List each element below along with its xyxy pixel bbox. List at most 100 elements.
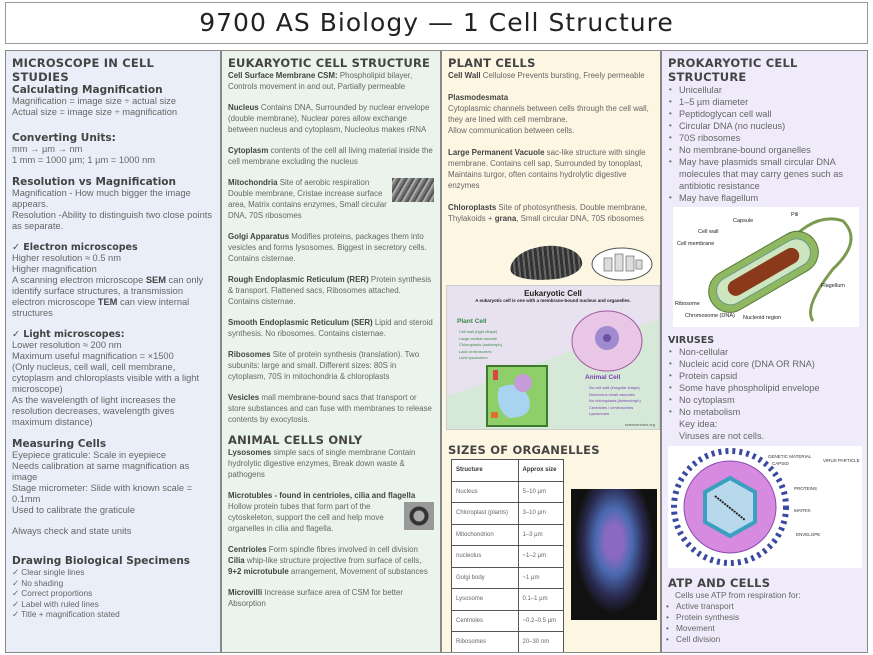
plant-item: Cytoplasmic channels between cells throu… bbox=[448, 104, 649, 124]
organelle-item: Microvilli Increase surface area of CSM … bbox=[228, 588, 403, 608]
text-line: Lower resolution ≈ 200 nm bbox=[12, 340, 122, 350]
list-item: May have plasmids small circular DNA mol… bbox=[668, 156, 861, 192]
label-virus-particle: VIRUS PARTICLE bbox=[823, 458, 860, 463]
animal-feature: No chloroplasts (heterotroph) bbox=[589, 398, 641, 403]
text-line: As the wavelength of light increases the… bbox=[12, 395, 176, 427]
animal-cell-title: Animal Cell bbox=[585, 374, 621, 381]
plant-column: PLANT CELLS Cell Wall Cellulose Prevents… bbox=[441, 50, 661, 653]
text-line: Maximum useful magnification = ×1500 bbox=[12, 351, 174, 361]
organelle-item: Golgi Apparatus Modifies proteins, packa… bbox=[228, 232, 427, 263]
plant-item: Allow communication between cells. bbox=[448, 126, 575, 135]
organelle-item: Mitochondria Site of aerobic respiration… bbox=[228, 177, 434, 221]
organelle-item: Rough Endoplasmic Reticulum (RER) Protei… bbox=[228, 275, 432, 306]
eukaryotic-column: EUKARYOTIC CELL STRUCTURE Cell Surface M… bbox=[221, 50, 441, 653]
eukaryotic-cell-infographic: Eukaryotic Cell A eukaryotic cell is one… bbox=[446, 285, 660, 430]
list-item: Some have phospholipid envelope bbox=[668, 382, 861, 394]
list-item: Circular DNA (no nucleus) bbox=[668, 120, 861, 132]
label-capsule: Capsule bbox=[733, 218, 753, 224]
label-nucleoid: Nucleoid region bbox=[743, 315, 781, 321]
virus-list: Non-cellular Nucleic acid core (DNA OR R… bbox=[668, 346, 861, 442]
text-line: Actual size = image size ÷ magnification bbox=[12, 107, 178, 117]
label-envelope: ENVELOPE bbox=[796, 532, 820, 537]
section-heading: ANIMAL CELLS ONLY bbox=[228, 433, 363, 447]
table-row: nucleolus~1–2 µm bbox=[451, 545, 564, 568]
prokaryote-list: Unicellular 1–5 µm diameter Peptidoglyca… bbox=[668, 84, 861, 204]
text-line: mm → µm → nm bbox=[12, 144, 83, 154]
label-matrix: MATRIX bbox=[794, 508, 811, 513]
calc-title: Calculating Magnification bbox=[12, 84, 163, 96]
organelle-item: Lysosomes simple sacs of single membrane… bbox=[228, 448, 416, 479]
plant-item: Chloroplasts Site of photosynthesis. Dou… bbox=[448, 203, 648, 223]
electron-title: ✓ Electron microscopes bbox=[12, 242, 138, 253]
section-heading: MICROSCOPE IN CELL STUDIES bbox=[12, 56, 155, 84]
list-item: Active transport bbox=[665, 601, 861, 612]
text-line: Stage micrometer: Slide with known scale… bbox=[12, 483, 193, 504]
measuring-title: Measuring Cells bbox=[12, 438, 107, 450]
list-item: Nucleic acid core (DNA OR RNA) bbox=[668, 358, 861, 370]
animal-feature: Numerous small vacuoles bbox=[589, 391, 635, 397]
virus-diagram: GENETIC MATERIAL CAPSID VIRUS PARTICLE P… bbox=[668, 446, 862, 568]
list-item: Protein capsid bbox=[668, 370, 861, 382]
organelle-item: Vesicles mall membrane-bound sacs that t… bbox=[228, 393, 432, 424]
drawing-title: Drawing Biological Specimens bbox=[12, 555, 191, 567]
atp-heading: ATP AND CELLS bbox=[668, 576, 771, 590]
list-item: 1–5 µm diameter bbox=[668, 96, 861, 108]
atp-list: Active transport Protein synthesis Movem… bbox=[665, 601, 861, 645]
label-genetic-material: GENETIC MATERIAL bbox=[768, 454, 812, 459]
animal-feature: Centrioles / centrosomes bbox=[589, 404, 634, 410]
text-line: Used to calibrate the graticule bbox=[12, 505, 135, 515]
atp-intro: Cells use ATP from respiration for: bbox=[675, 590, 801, 600]
organelle-item: Ribosomes Site of protein synthesis (tra… bbox=[228, 350, 420, 381]
resolution-title: Resolution vs Magnification bbox=[12, 176, 176, 188]
infographic-title: Eukaryotic Cell bbox=[524, 289, 582, 298]
check-item: ✓ Label with ruled lines bbox=[12, 598, 99, 609]
prokaryote-diagram: Pili Capsule Cell wall Cell membrane Rib… bbox=[673, 207, 859, 327]
label-chromosome: Chromosome (DNA) bbox=[685, 313, 735, 319]
plant-feature: Cell wall (rigid shape) bbox=[459, 329, 498, 334]
text-line: Always check and state units bbox=[12, 526, 132, 536]
check-item: ✓ No shading bbox=[12, 577, 64, 588]
text-line: Higher magnification bbox=[12, 264, 97, 274]
list-item: Protein synthesis bbox=[665, 612, 861, 623]
plant-item: Plasmodesmata bbox=[448, 93, 509, 102]
units-title: Converting Units: bbox=[12, 132, 116, 144]
key-idea-label: Key idea: bbox=[679, 419, 718, 429]
list-item: 70S ribosomes bbox=[668, 132, 861, 144]
list-item: Cell division bbox=[665, 634, 861, 645]
text-line: A scanning electron microscope SEM can o… bbox=[12, 275, 204, 318]
infographic-subtitle: A eukaryotic cell is one with a membrane… bbox=[475, 298, 631, 303]
animal-feature: Lysosomes bbox=[589, 411, 610, 416]
label-pili: Pili bbox=[791, 212, 798, 218]
list-item: No metabolism bbox=[668, 406, 861, 418]
list-item: No cytoplasm bbox=[668, 394, 861, 406]
table-row: Golgi body~1 µm bbox=[451, 566, 564, 589]
cell-illustrations bbox=[486, 310, 643, 427]
organelle-item: Cell Surface Membrane CSM: Phospholipid … bbox=[228, 71, 413, 91]
list-item: Unicellular bbox=[668, 84, 861, 96]
text-line: Magnification = image size ÷ actual size bbox=[12, 96, 177, 106]
section-heading: SIZES OF ORGANELLES bbox=[448, 443, 600, 457]
organelle-item: Centrioles Form spindle fibres involved … bbox=[228, 545, 418, 554]
text-line: Higher resolution ≈ 0.5 nm bbox=[12, 253, 121, 263]
organelle-item: Nucleus Contains DNA, Surrounded by nucl… bbox=[228, 103, 430, 134]
section-heading: PLANT CELLS bbox=[448, 56, 536, 70]
plant-feature: Lack lysosomes bbox=[459, 355, 488, 360]
prokaryotic-column: PROKARYOTIC CELL STRUCTURE Unicellular 1… bbox=[661, 50, 868, 653]
text-line: (Only nucleus, cell wall, cell membrane,… bbox=[12, 362, 200, 394]
check-item: ✓ Correct proportions bbox=[12, 588, 93, 598]
section-heading: PROKARYOTIC CELL STRUCTURE bbox=[668, 56, 798, 84]
chloroplast-micrograph bbox=[508, 242, 584, 284]
label-cell-membrane: Cell membrane bbox=[677, 241, 714, 247]
microtubule-micrograph bbox=[404, 502, 434, 530]
mitochondria-micrograph bbox=[392, 178, 434, 202]
chloroplast-diagram bbox=[591, 247, 653, 281]
label-ribosome: Ribosome bbox=[675, 301, 700, 307]
list-item: Non-cellular bbox=[668, 346, 861, 358]
label-flagellum: Flagellum bbox=[821, 283, 845, 289]
page-title: 9700 AS Biology — 1 Cell Structure bbox=[5, 2, 868, 44]
text-line: Eyepiece graticule: Scale in eyepiece bbox=[12, 450, 167, 460]
